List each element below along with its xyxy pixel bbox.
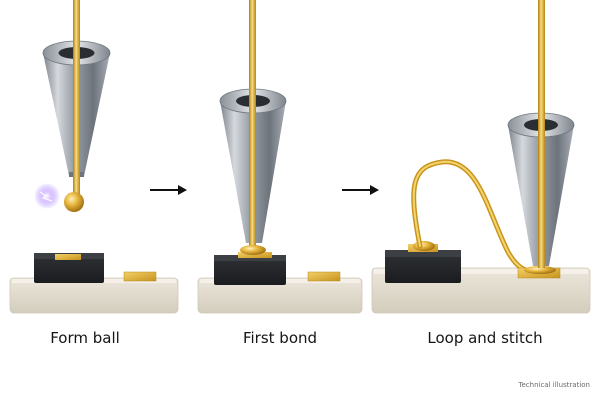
substrate bbox=[9, 277, 179, 314]
die-pad bbox=[55, 254, 81, 260]
ball-bond bbox=[413, 241, 435, 251]
chip bbox=[214, 252, 286, 285]
lead-pad bbox=[123, 271, 157, 282]
step-label-first-bond: First bond bbox=[242, 329, 318, 347]
step-label-form-ball: Form ball bbox=[50, 329, 120, 347]
step-label-loop-and-stitch: Loop and stitch bbox=[427, 329, 543, 347]
arrow-right-icon bbox=[150, 185, 187, 195]
stitch-bond bbox=[524, 266, 556, 274]
gold-wire bbox=[73, 0, 80, 195]
lead-pad bbox=[307, 271, 341, 282]
chip bbox=[34, 253, 104, 283]
footnote: Technical illustration bbox=[518, 381, 590, 389]
arrow-right-icon bbox=[342, 185, 379, 195]
ball-bond bbox=[240, 245, 266, 255]
spark-icon bbox=[34, 183, 60, 209]
panel-form-ball bbox=[9, 0, 179, 314]
gold-ball bbox=[64, 192, 84, 212]
panel-loop-and-stitch bbox=[371, 0, 591, 314]
gold-wire bbox=[538, 0, 545, 268]
panel-first-bond bbox=[197, 0, 363, 314]
gold-wire bbox=[249, 0, 256, 252]
die-pad bbox=[238, 252, 272, 258]
